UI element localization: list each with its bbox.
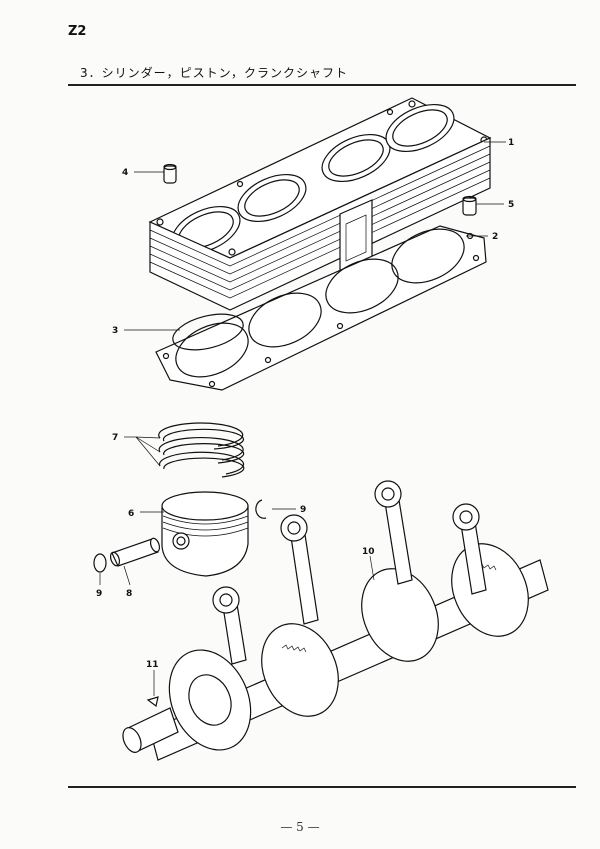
top-rule: [68, 84, 576, 86]
crankshaft-assembly: [122, 480, 549, 761]
cylinder-base-gasket: [155, 225, 487, 391]
section-title: 3．シリンダー，ピストン，クランクシャフト: [80, 66, 349, 80]
cylinder-block: [148, 97, 492, 311]
piston-pin: [109, 537, 161, 567]
bottom-rule: [68, 786, 576, 788]
callout-7: 7: [112, 433, 118, 443]
circlip-9-lower: [93, 553, 107, 573]
woodruff-key: [146, 696, 159, 708]
callout-9-upper: 9: [300, 505, 306, 515]
dowel-pin-4: [163, 163, 177, 184]
piston-ring-set: [158, 422, 245, 478]
dowel-pin-5: [462, 195, 477, 216]
callout-11: 11: [146, 660, 159, 670]
o-ring-3: [172, 313, 244, 351]
callout-6: 6: [128, 509, 134, 519]
callout-1: 1: [508, 138, 514, 148]
page-number: — 5 —: [280, 820, 320, 834]
callout-10: 10: [362, 547, 375, 557]
callout-5: 5: [508, 200, 514, 210]
callout-9-lower: 9: [96, 589, 102, 599]
callout-8: 8: [126, 589, 132, 599]
callout-2: 2: [492, 232, 498, 242]
piston: [161, 491, 249, 577]
callout-3: 3: [112, 326, 118, 336]
callout-4: 4: [122, 168, 128, 178]
leader-lines: [99, 141, 506, 696]
model-code: Z2: [68, 24, 87, 39]
circlip-9-upper: [255, 499, 267, 519]
